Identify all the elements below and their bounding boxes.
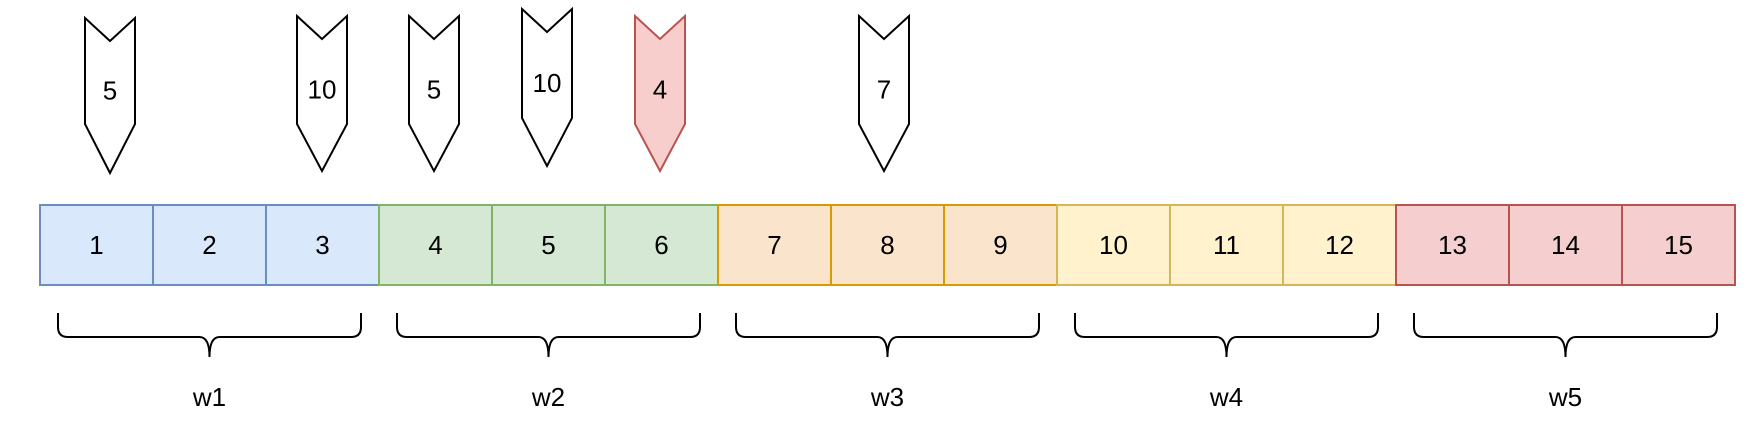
cell-12: 12	[1282, 204, 1397, 286]
marker-6: 7	[858, 13, 910, 174]
marker-1: 5	[84, 15, 136, 176]
cell-label: 14	[1551, 230, 1580, 260]
window-label: w5	[1548, 382, 1582, 412]
cell-3: 3	[265, 204, 380, 286]
cell-box	[1508, 204, 1623, 286]
window-w2: w2	[396, 313, 701, 412]
cell-14: 14	[1508, 204, 1623, 286]
cell-box	[943, 204, 1058, 286]
marker-5: 4	[634, 13, 686, 174]
cell-box	[1621, 204, 1736, 286]
cell-13: 13	[1395, 204, 1510, 286]
cell-label: 4	[428, 230, 442, 260]
marker-3: 5	[408, 13, 460, 174]
marker-label: 10	[533, 68, 562, 98]
cell-10: 10	[1056, 204, 1171, 286]
cell-label: 12	[1325, 230, 1354, 260]
marker-shape	[296, 13, 348, 174]
cell-label: 15	[1664, 230, 1693, 260]
highlighted-marker-shape	[634, 13, 686, 174]
marker-label: 5	[427, 75, 441, 105]
cell-box	[1282, 204, 1397, 286]
cell-box	[830, 204, 945, 286]
cell-label: 5	[541, 230, 555, 260]
cell-box	[1395, 204, 1510, 286]
window-label: w2	[531, 382, 565, 412]
cell-label: 8	[880, 230, 894, 260]
cell-label: 6	[654, 230, 668, 260]
cell-box	[265, 204, 380, 286]
marker-label: 4	[653, 75, 667, 105]
marker-2: 10	[296, 13, 348, 174]
marker-label: 5	[103, 76, 117, 106]
marker-label: 7	[877, 75, 891, 105]
window-label: w1	[192, 382, 226, 412]
cell-label: 13	[1438, 230, 1467, 260]
cell-1: 1	[39, 204, 154, 286]
window-w4: w4	[1074, 313, 1379, 412]
cell-15: 15	[1621, 204, 1736, 286]
window-label: w3	[870, 382, 904, 412]
cell-box	[491, 204, 606, 286]
cell-box	[39, 204, 154, 286]
marker-shape	[858, 13, 910, 174]
cell-box	[1169, 204, 1284, 286]
marker-shape	[84, 15, 136, 176]
cell-11: 11	[1169, 204, 1284, 286]
window-brace	[1074, 313, 1379, 358]
marker-shape	[408, 13, 460, 174]
window-brace	[735, 313, 1040, 358]
window-w1: w1	[57, 313, 362, 412]
cell-label: 11	[1213, 230, 1240, 260]
cell-5: 5	[491, 204, 606, 286]
window-brace	[396, 313, 701, 358]
cell-box	[604, 204, 719, 286]
window-w5: w5	[1413, 313, 1718, 412]
cell-label: 1	[89, 230, 103, 260]
marker-shape	[521, 6, 573, 169]
cell-8: 8	[830, 204, 945, 286]
cell-box	[717, 204, 832, 286]
window-w3: w3	[735, 313, 1040, 412]
cell-box	[152, 204, 267, 286]
cell-4: 4	[378, 204, 493, 286]
cell-label: 10	[1099, 230, 1128, 260]
cell-2: 2	[152, 204, 267, 286]
cell-label: 3	[315, 230, 329, 260]
cell-9: 9	[943, 204, 1058, 286]
window-brace	[57, 313, 362, 358]
cell-6: 6	[604, 204, 719, 286]
cell-label: 9	[993, 230, 1007, 260]
marker-label: 10	[308, 75, 337, 105]
cell-box	[1056, 204, 1171, 286]
cell-label: 2	[202, 230, 216, 260]
window-brace	[1413, 313, 1718, 358]
cell-7: 7	[717, 204, 832, 286]
window-braces-layer: w1 w2 w3 w4 w5	[57, 313, 1718, 412]
cell-label: 7	[767, 230, 781, 260]
marker-4: 10	[521, 6, 573, 169]
window-label: w4	[1209, 382, 1243, 412]
markers-layer: 5 10 5 10 4 7	[84, 6, 910, 176]
